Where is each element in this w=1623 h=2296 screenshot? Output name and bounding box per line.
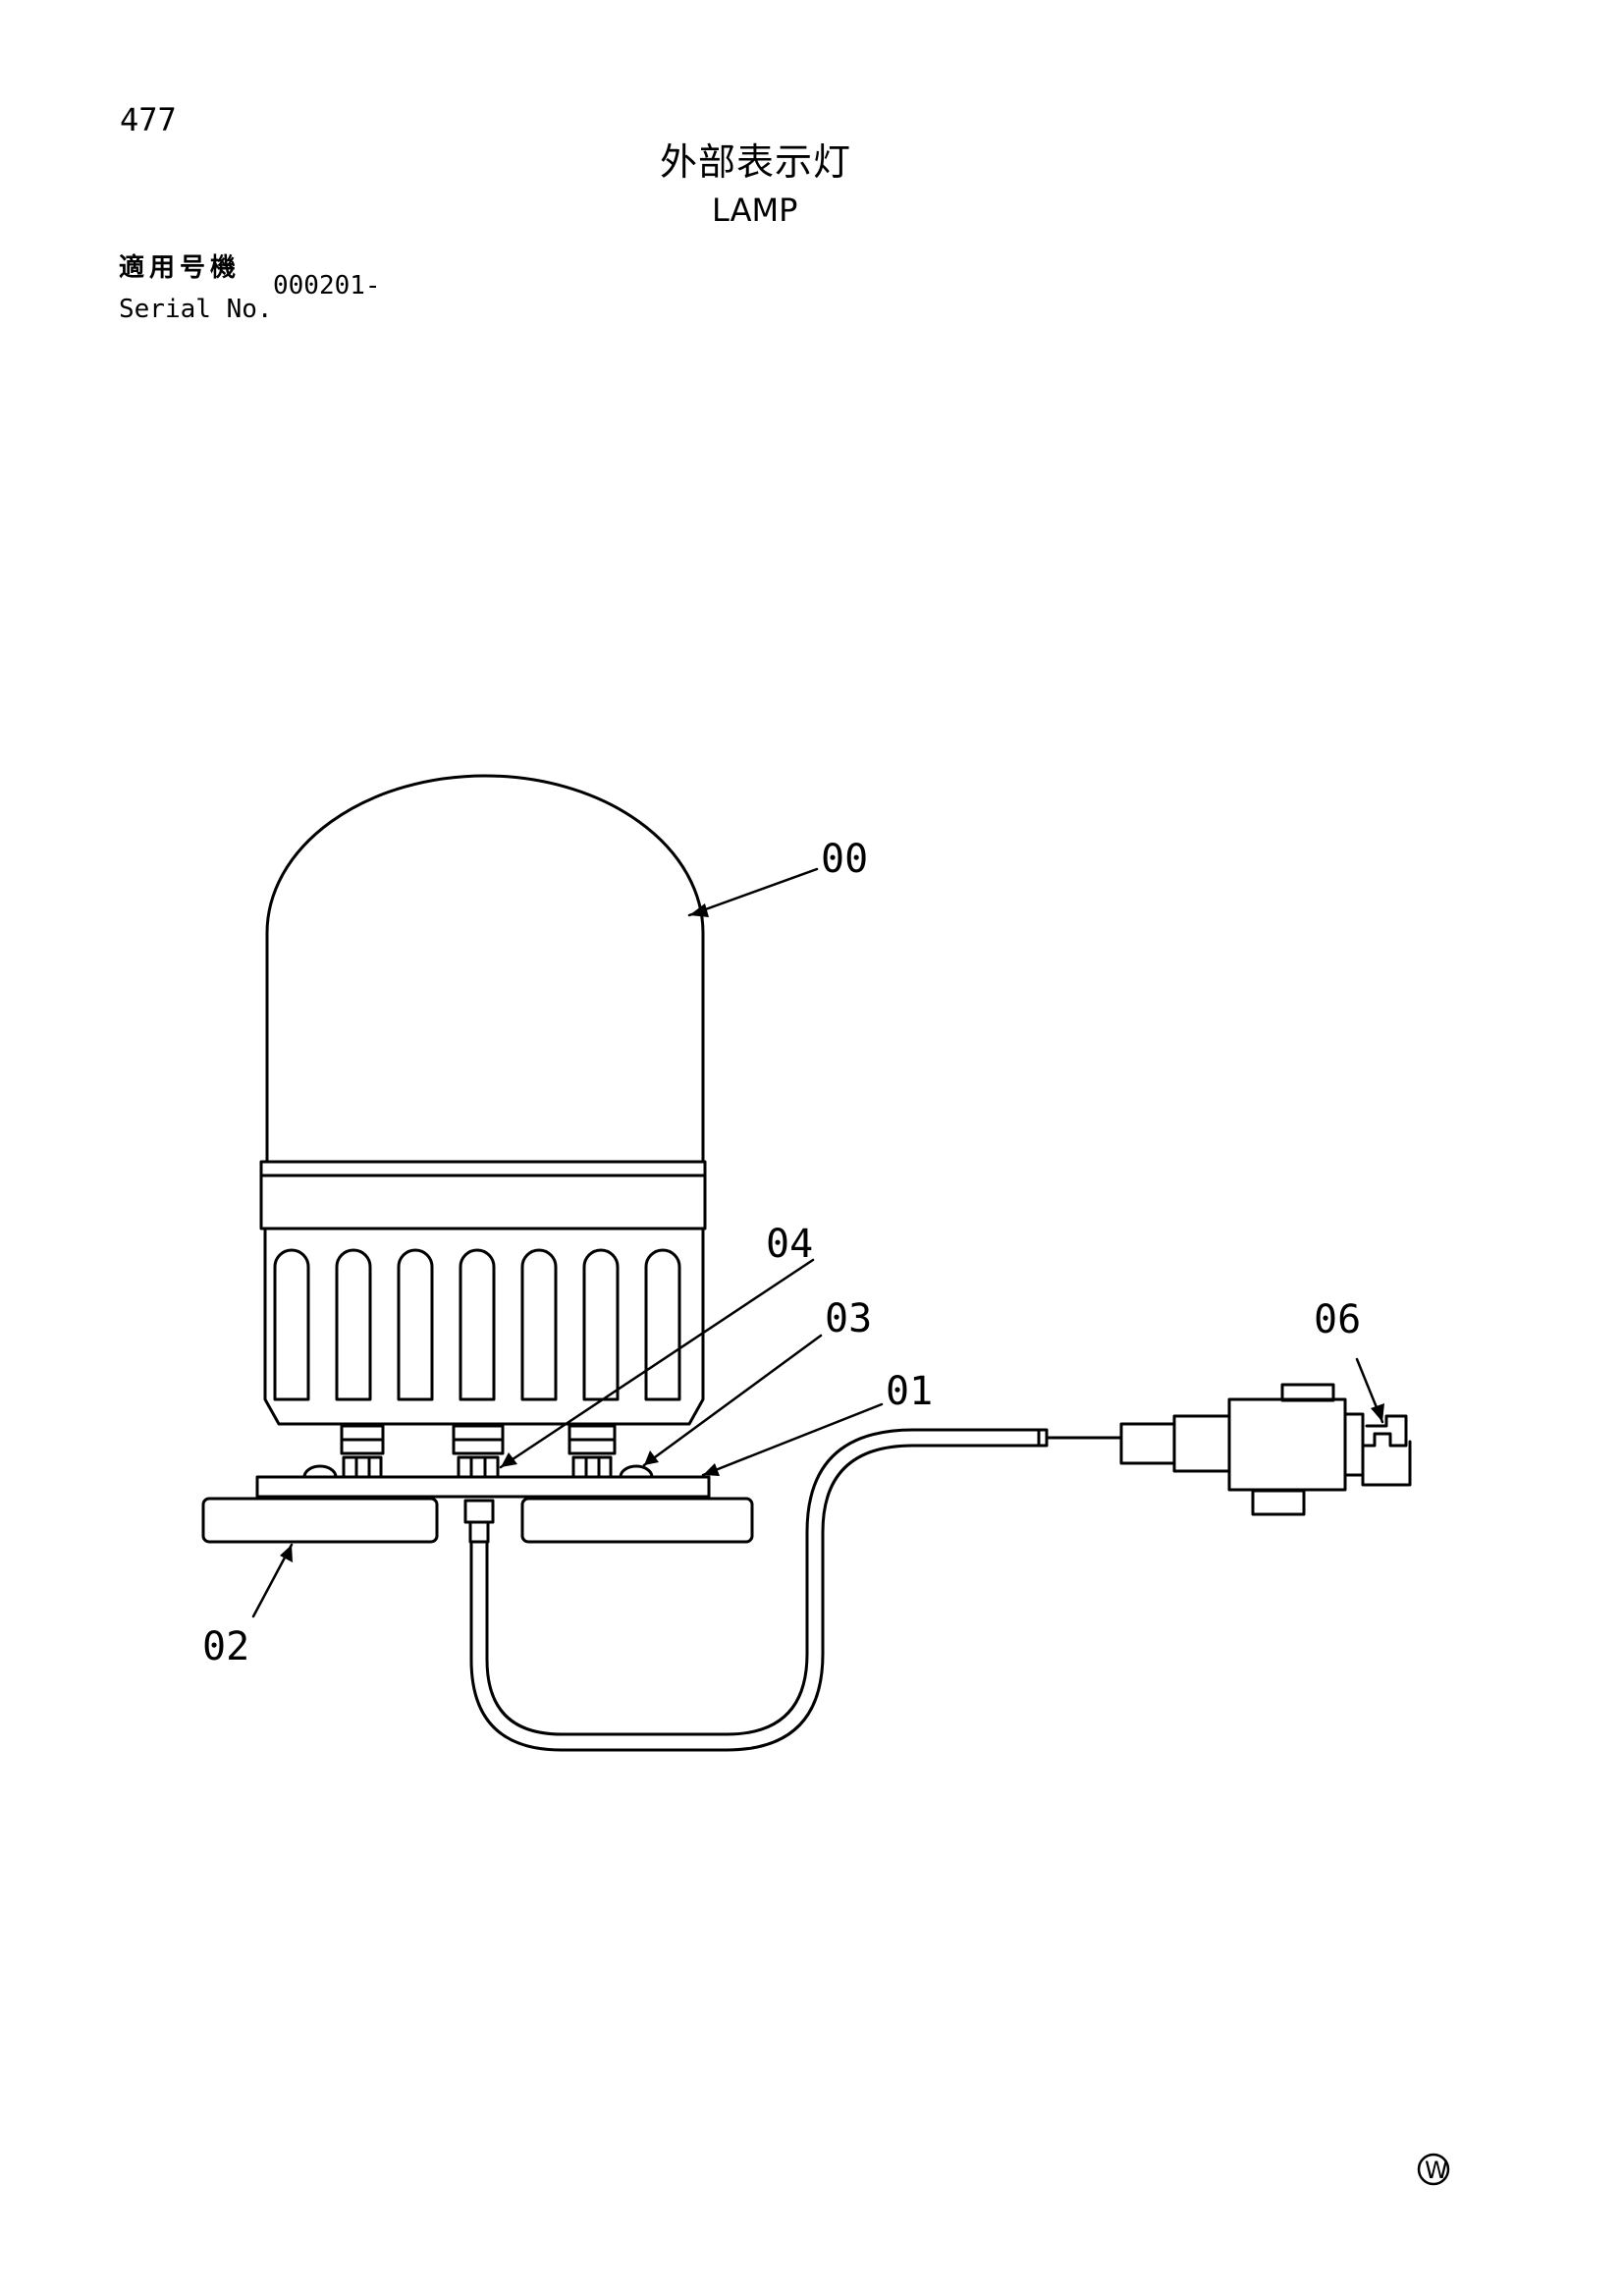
lamp-collar: [259, 1160, 707, 1230]
lamp-body-ribs: [273, 1248, 681, 1401]
serial-label-japanese: 適用号機: [119, 253, 242, 283]
cable: [469, 1428, 1123, 1752]
magnet-pad-right: [520, 1497, 754, 1544]
lamp-body: [263, 1227, 705, 1426]
callout-04: 04: [766, 1222, 813, 1267]
callout-01: 01: [886, 1369, 933, 1414]
base-plate: [255, 1475, 711, 1499]
callout-06: 06: [1314, 1297, 1361, 1342]
leader-lines: [251, 867, 1384, 1618]
callout-02: 02: [202, 1624, 249, 1669]
page-number: 477: [120, 101, 177, 138]
callout-03: 03: [825, 1296, 872, 1341]
screw-heads: [302, 1464, 654, 1479]
serial-label-english: Serial No.: [119, 295, 273, 324]
lamp-dome: [265, 774, 705, 1164]
title-japanese: 外部表示灯: [660, 140, 852, 184]
lamp-nuts: [342, 1455, 613, 1479]
lamp-studs: [340, 1424, 617, 1455]
connector: [1119, 1383, 1412, 1516]
magnet-pad-left: [201, 1497, 439, 1544]
leader-arrowheads: [280, 903, 1384, 1562]
callout-00: 00: [821, 837, 868, 882]
svg-text:W: W: [1425, 2157, 1448, 2184]
title-english: LAMP: [712, 191, 798, 229]
serial-number-value: 000201-: [273, 271, 381, 301]
center-nut: [463, 1499, 495, 1544]
circled-w-mark: W: [1417, 2153, 1450, 2186]
